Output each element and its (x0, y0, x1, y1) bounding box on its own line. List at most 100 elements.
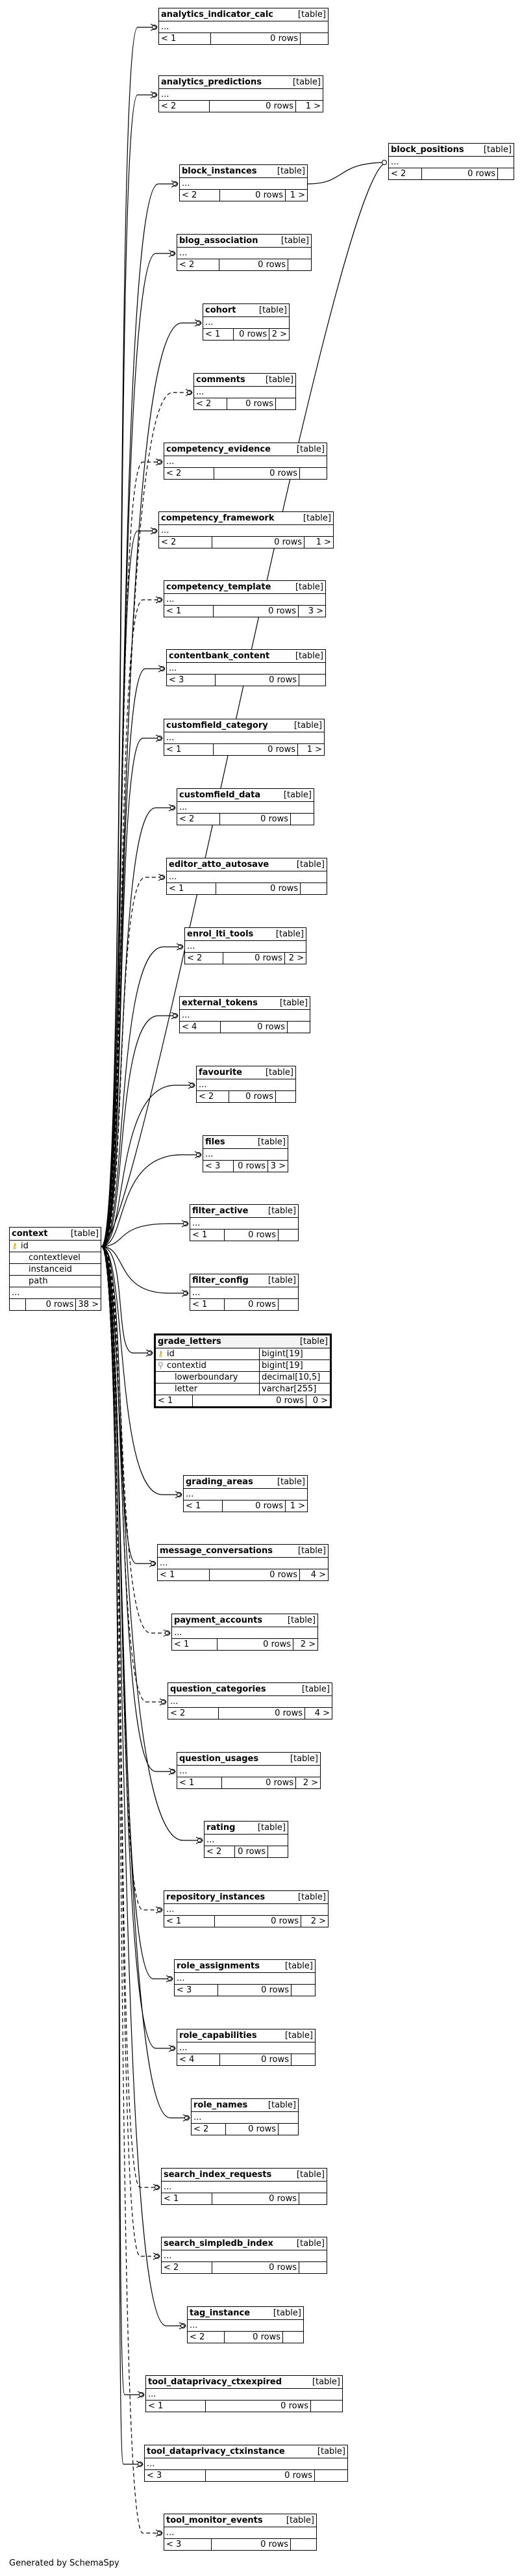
parents-link[interactable]: < 2 (193, 2124, 209, 2134)
parents-link[interactable]: < 2 (182, 190, 197, 200)
parents-link[interactable]: < 3 (147, 2471, 162, 2480)
column-row[interactable]: ... (164, 732, 324, 744)
children-link[interactable] (287, 1022, 310, 1033)
column-row[interactable]: ... (159, 89, 323, 101)
children-link[interactable] (290, 814, 314, 825)
parents-link[interactable]: < 3 (166, 2540, 182, 2549)
parents-link[interactable]: < 1 (192, 1300, 208, 1309)
column-row[interactable]: ... (145, 2458, 347, 2470)
parents-link[interactable]: < 2 (179, 814, 195, 824)
children-link[interactable]: 1 > (295, 101, 323, 112)
column-row[interactable]: ... (167, 663, 325, 675)
parents-link[interactable]: < 2 (187, 953, 203, 963)
children-link[interactable]: 4 > (299, 1569, 328, 1580)
children-link[interactable] (291, 2054, 315, 2065)
children-link[interactable] (275, 398, 295, 409)
column-row[interactable]: ... (159, 21, 328, 33)
children-link[interactable]: 2 > (293, 1639, 317, 1650)
children-link[interactable] (278, 1299, 298, 1310)
column-row[interactable]: ... (164, 594, 325, 606)
children-link[interactable]: 3 > (298, 606, 325, 617)
children-link[interactable]: 1 > (285, 1501, 307, 1512)
children-link[interactable]: 1 > (297, 744, 324, 755)
children-link[interactable]: 3 > (267, 1161, 288, 1172)
children-link[interactable]: 4 > (304, 1708, 332, 1719)
column-row[interactable]: ... (177, 2042, 315, 2054)
column-row[interactable]: instanceid (10, 1264, 101, 1276)
parents-link[interactable]: < 2 (164, 2263, 179, 2273)
parents-link[interactable]: < 2 (170, 1708, 186, 1718)
children-link[interactable] (310, 2401, 342, 2412)
column-row[interactable]: ... (194, 387, 295, 398)
parents-link[interactable]: < 4 (179, 2055, 195, 2065)
children-link[interactable] (314, 2470, 347, 2481)
column-row[interactable]: ... (192, 2112, 298, 2124)
children-link[interactable] (290, 2539, 316, 2550)
column-row[interactable]: ⚷id (10, 1241, 101, 1252)
column-row[interactable]: ... (197, 1079, 295, 1091)
children-link[interactable] (299, 2262, 327, 2273)
column-row[interactable]: ... (203, 317, 289, 329)
children-link[interactable] (288, 259, 311, 270)
column-row[interactable]: ... (177, 802, 314, 814)
children-link[interactable]: 1 > (285, 190, 307, 201)
parents-link[interactable]: < 1 (174, 1640, 190, 1649)
children-link[interactable] (282, 2332, 303, 2343)
parents-link[interactable]: < 3 (169, 675, 184, 685)
parents-link[interactable]: < 1 (186, 1501, 201, 1511)
table-block-positions[interactable]: block_positions[table] ... < 2 0 rows (388, 143, 514, 180)
column-row[interactable]: ... (190, 1218, 298, 1230)
column-row[interactable]: ... (10, 1287, 101, 1299)
parents-link[interactable]: < 2 (199, 1092, 214, 1101)
children-link[interactable] (299, 2193, 327, 2204)
table-tool-dataprivacy-ctxinstance[interactable]: tool_dataprivacy_ctxinstance[table]...< … (144, 2445, 348, 2482)
column-row[interactable]: ... (158, 1558, 328, 1569)
column-row[interactable]: ... (389, 157, 514, 168)
column-row[interactable]: ... (164, 2527, 316, 2539)
parents-link[interactable]: < 1 (148, 2401, 164, 2411)
parents-link[interactable]: < 3 (205, 1161, 221, 1171)
parents-link[interactable]: < 2 (161, 537, 177, 547)
children-link[interactable] (299, 468, 327, 479)
children-link[interactable]: 2 > (295, 1777, 320, 1788)
children-link[interactable]: 2 > (301, 1916, 328, 1927)
parents-link[interactable]: < 1 (166, 606, 182, 616)
column-row[interactable]: ... (177, 1766, 320, 1777)
parents-link[interactable]: < 2 (161, 101, 177, 111)
column-row[interactable]: ... (203, 1149, 288, 1161)
column-row[interactable]: ... (188, 2320, 303, 2332)
children-link[interactable]: 38 > (75, 1299, 101, 1310)
children-link[interactable] (299, 675, 325, 686)
parents-link[interactable]: < 2 (391, 169, 406, 179)
column-row[interactable]: ... (172, 1627, 317, 1639)
parents-link[interactable]: < 1 (158, 1396, 173, 1406)
children-link[interactable] (278, 1230, 298, 1241)
